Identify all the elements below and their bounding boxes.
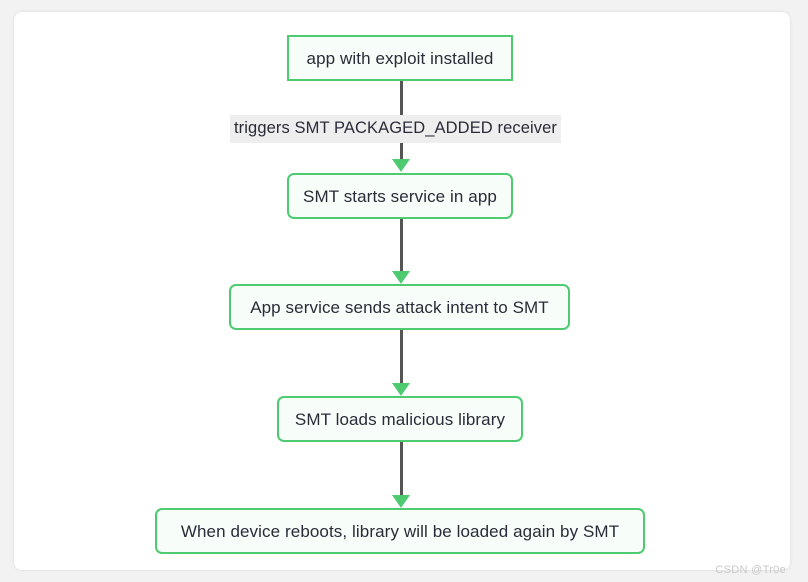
arrowhead-icon-4 bbox=[392, 495, 410, 508]
edge-label-triggers-receiver: triggers SMT PACKAGED_ADDED receiver bbox=[230, 115, 561, 143]
flow-node-when-device-reboots[interactable]: When device reboots, library will be loa… bbox=[155, 508, 645, 554]
flow-node-label: App service sends attack intent to SMT bbox=[250, 297, 549, 317]
arrowhead-icon-2 bbox=[392, 271, 410, 284]
flow-node-app-with-exploit-installed[interactable]: app with exploit installed bbox=[287, 35, 513, 81]
connector-line-3 bbox=[400, 330, 403, 391]
flow-node-label: app with exploit installed bbox=[306, 48, 494, 68]
arrowhead-icon-3 bbox=[392, 383, 410, 396]
flow-node-smt-loads-malicious-library[interactable]: SMT loads malicious library bbox=[277, 396, 523, 442]
watermark-label: CSDN @Tr0e bbox=[715, 564, 786, 576]
flow-node-label: When device reboots, library will be loa… bbox=[180, 521, 620, 541]
flow-node-label: SMT loads malicious library bbox=[294, 409, 506, 429]
flow-node-smt-starts-service-in-app[interactable]: SMT starts service in app bbox=[287, 173, 513, 219]
flow-node-app-service-sends-attack-intent[interactable]: App service sends attack intent to SMT bbox=[229, 284, 570, 330]
connector-line-2 bbox=[400, 219, 403, 278]
connector-line-4 bbox=[400, 442, 403, 503]
flow-node-label: SMT starts service in app bbox=[303, 186, 497, 206]
arrowhead-icon-1 bbox=[392, 159, 410, 172]
